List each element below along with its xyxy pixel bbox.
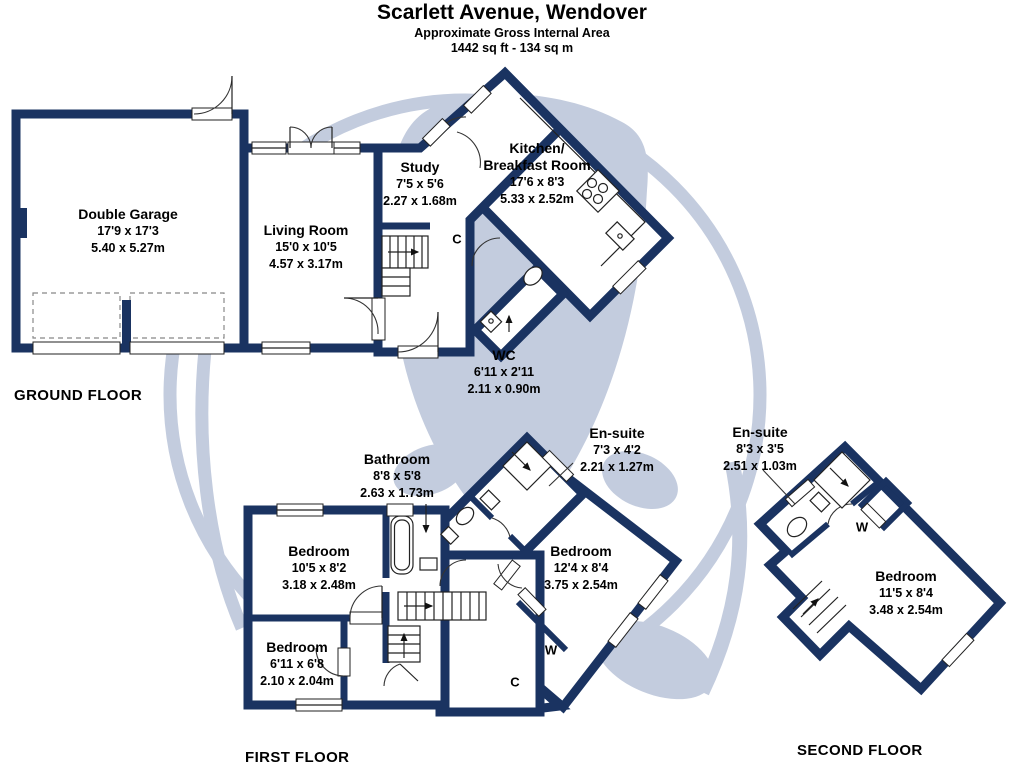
basin-icon — [809, 491, 831, 513]
basin-icon — [479, 310, 503, 334]
first-floor-windows — [276, 449, 669, 712]
ground-floor-title: GROUND FLOOR — [14, 387, 143, 404]
garage-doors — [16, 208, 225, 355]
toilet-icon — [786, 516, 808, 538]
page-title: Scarlett Avenue, Wendover — [377, 1, 647, 24]
second-floor-plan — [753, 440, 1007, 696]
kitchen-counter — [519, 97, 646, 267]
second-floor-windows — [784, 478, 975, 668]
toilet-icon — [523, 266, 543, 286]
ensuite-divider-a — [467, 493, 495, 521]
ground-floor-plan — [11, 66, 675, 363]
ensuite-divider-b — [507, 533, 527, 553]
french-doors — [287, 126, 335, 155]
wardrobe-label-first: W — [544, 642, 558, 658]
porch-windows — [421, 84, 492, 147]
basin-icon — [439, 525, 460, 546]
bath-basin-icon — [419, 557, 438, 571]
ensuite-pointer-line — [762, 469, 796, 505]
room-label-ensuite-second: En-suite 8'3 x 3'5 2.51 x 1.03m — [723, 424, 797, 473]
room-label-bedroom-2: Bedroom 6'11 x 6'8 2.10 x 2.04m — [260, 639, 334, 688]
page-subtitle: Approximate Gross Internal Area — [414, 26, 610, 40]
living-room-windows — [251, 141, 361, 355]
second-ensuite-wall-a — [788, 521, 830, 559]
first-staircase — [387, 591, 487, 663]
room-label-bedroom-1: Bedroom 10'5 x 8'2 3.18 x 2.48m — [282, 543, 356, 592]
toilet-icon — [455, 506, 475, 526]
front-door — [397, 311, 439, 359]
ensuite-pointer-line — [548, 462, 574, 487]
first-wardrobe — [515, 587, 569, 653]
kitchen-window — [612, 260, 647, 295]
room-label-ensuite-first: En-suite 7'3 x 4'2 2.21 x 1.27m — [580, 425, 654, 474]
room-label-bathroom: Bathroom 8'8 x 5'8 2.63 x 1.73m — [360, 451, 434, 500]
room-label-bedroom-3: Bedroom 12'4 x 8'4 3.75 x 2.54m — [544, 543, 618, 592]
first-floor-plan — [243, 431, 683, 717]
room-label-study: Study 7'5 x 5'6 2.27 x 1.68m — [383, 159, 457, 208]
second-ensuite-fixtures — [786, 451, 871, 538]
wc-room — [468, 261, 570, 363]
garage-side-door — [191, 75, 233, 121]
room-label-bedroom-4: Bedroom 11'5 x 8'4 3.48 x 2.54m — [869, 568, 943, 617]
living-room — [239, 143, 383, 353]
first-hall — [435, 550, 545, 717]
room-label-wc: WC 6'11 x 2'11 2.11 x 0.90m — [467, 347, 541, 396]
living-room-door — [343, 297, 386, 341]
second-ensuite-door-arc — [827, 503, 853, 525]
hob-icon — [575, 168, 621, 214]
basin-icon — [479, 489, 501, 511]
cupboard-label-first: C — [510, 674, 520, 690]
first-floor-doors — [315, 559, 523, 687]
second-ensuite-wall-b — [850, 478, 882, 507]
room-label-double-garage: Double Garage 17'9 x 17'3 5.40 x 5.27m — [78, 206, 178, 255]
second-staircase — [792, 580, 847, 634]
room-label-kitchen: Kitchen/ Breakfast Room 17'6 x 8'3 5.33 … — [483, 140, 591, 206]
bathroom-fixtures — [390, 489, 501, 575]
room-label-living-room: Living Room 15'0 x 10'5 4.57 x 3.17m — [263, 222, 349, 271]
cupboard-label-ground: C — [452, 231, 462, 247]
second-wardrobe — [857, 476, 913, 532]
wc-fixtures — [479, 266, 543, 334]
first-floor-title: FIRST FLOOR — [245, 749, 350, 766]
ensuite-door-arc — [491, 517, 511, 538]
ground-staircase — [381, 235, 429, 297]
second-floor-title: SECOND FLOOR — [797, 742, 923, 759]
gross-internal-area: 1442 sq ft - 134 sq m — [450, 41, 574, 55]
wardrobe-label-second: W — [855, 519, 869, 535]
kitchen-sink-icon — [605, 221, 635, 251]
